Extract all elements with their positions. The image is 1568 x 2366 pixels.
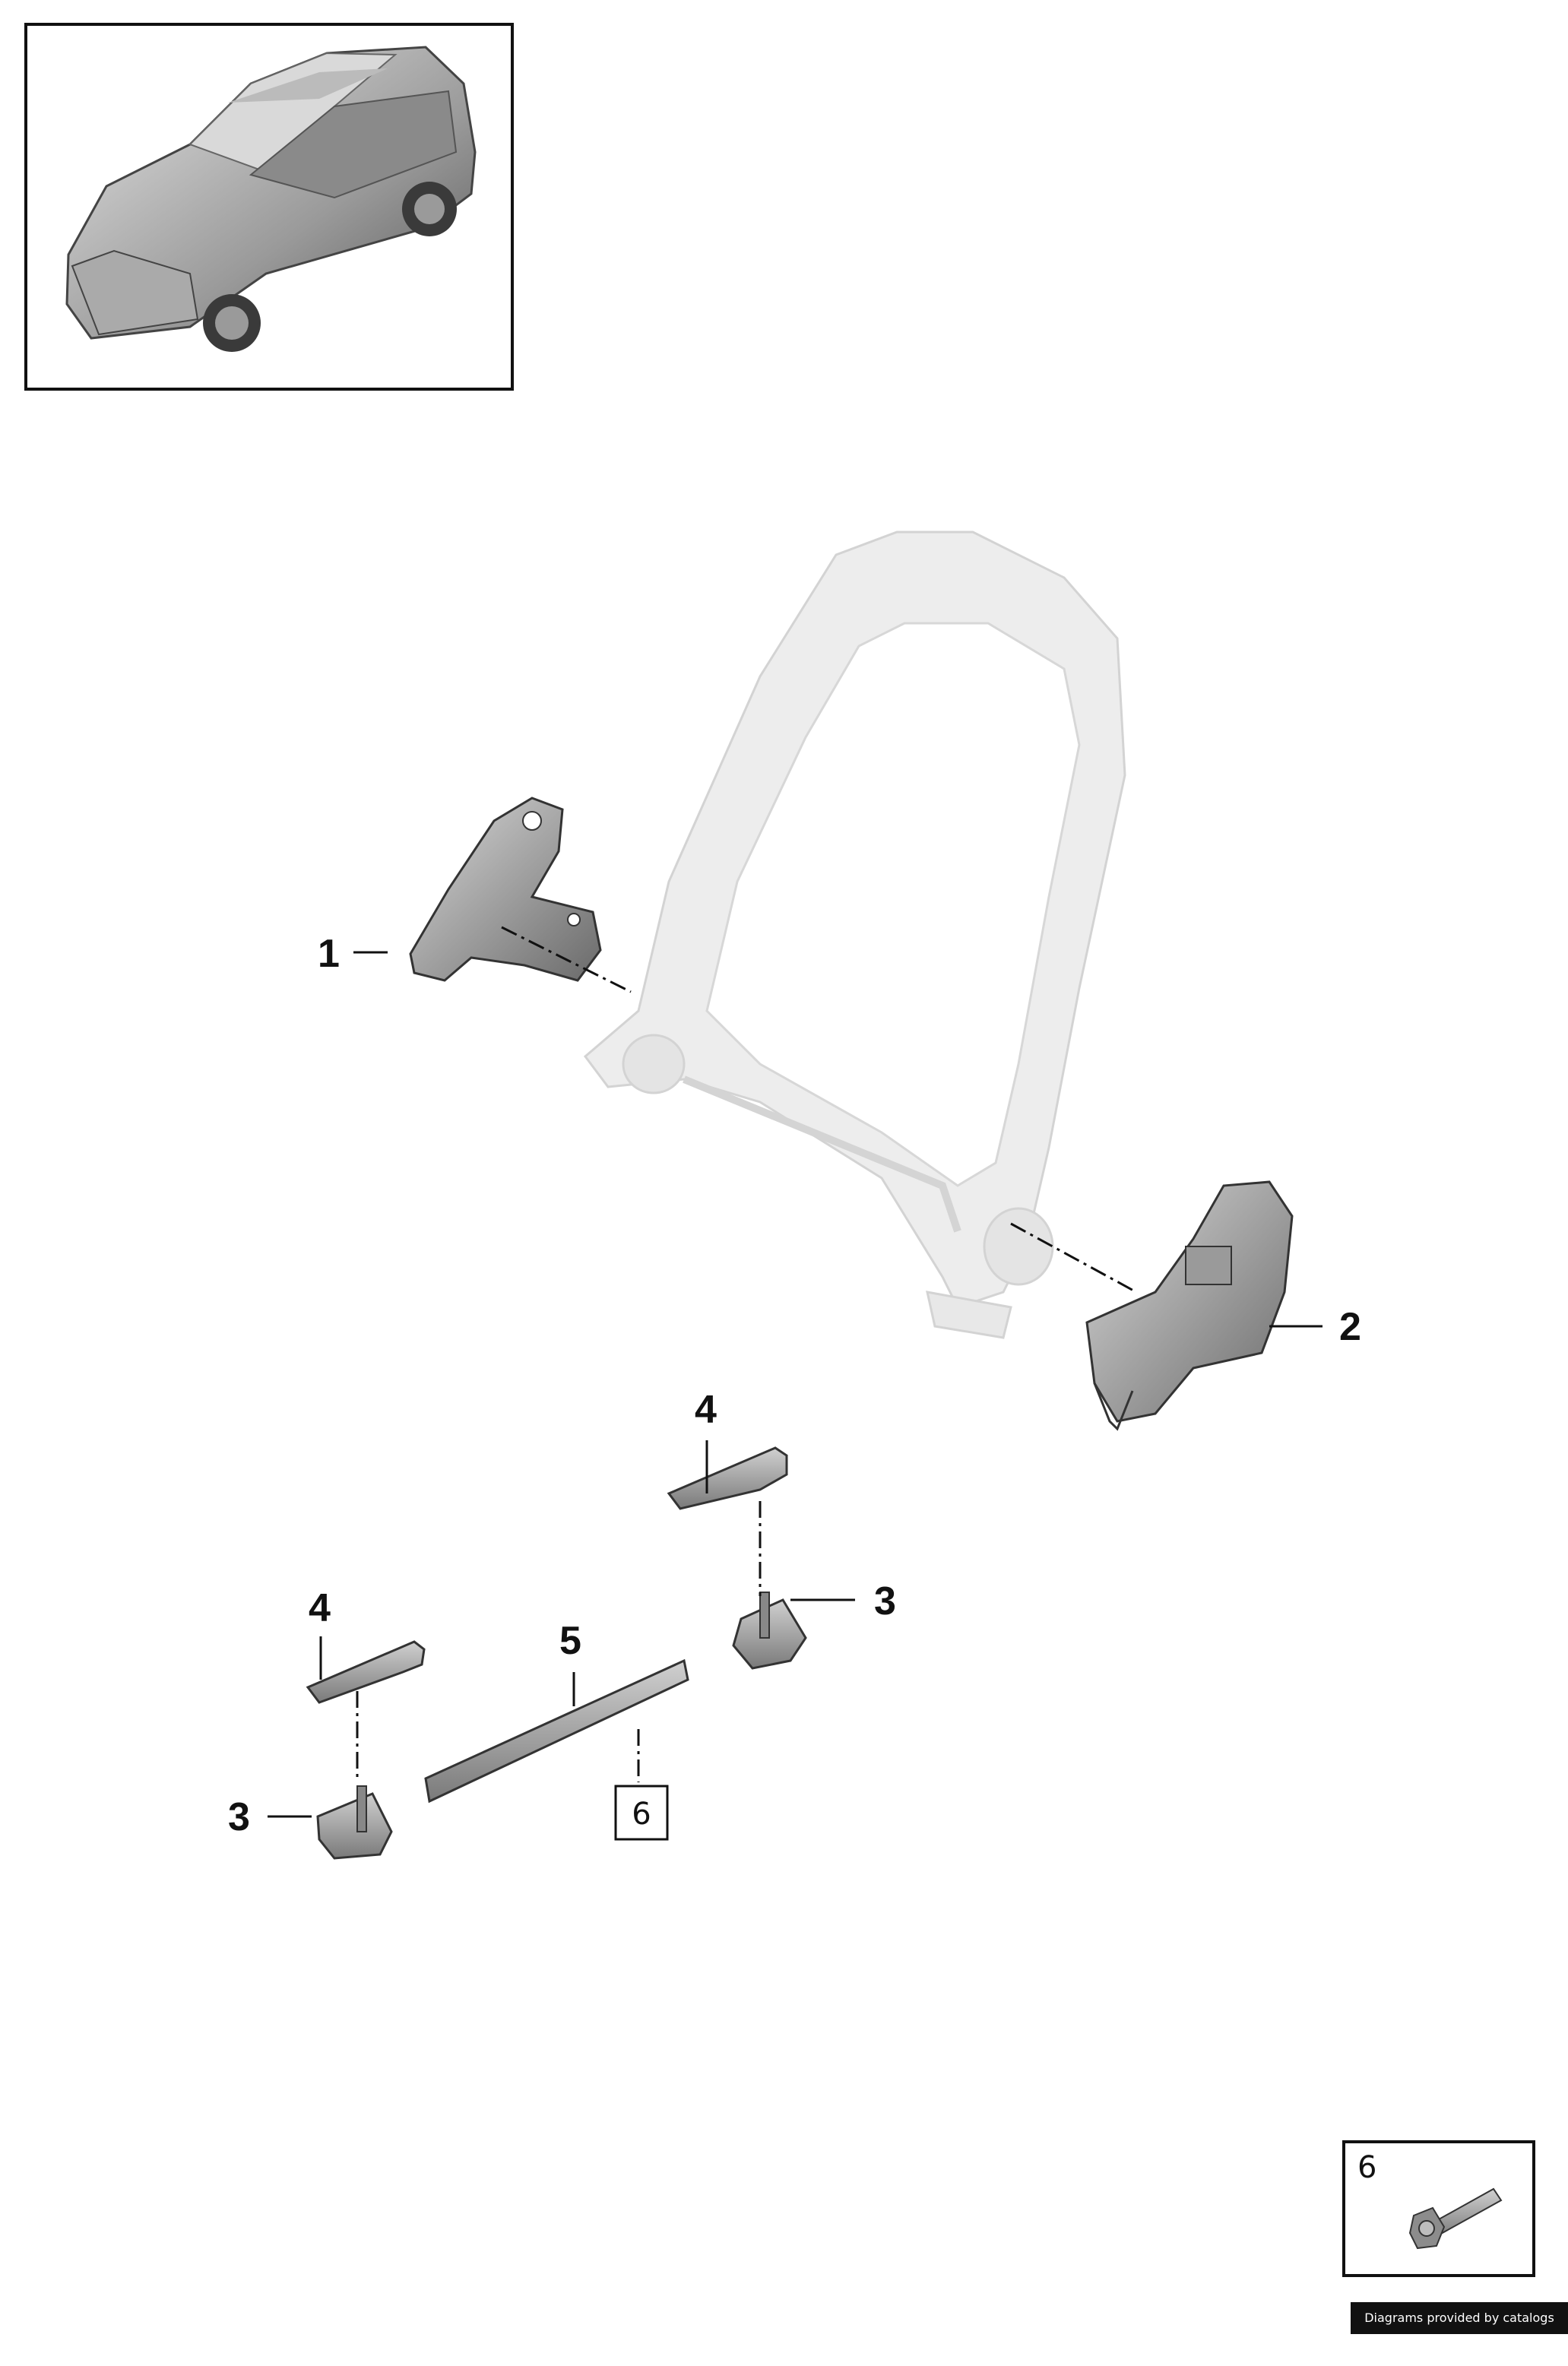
ref-6-box: 6 [614,1785,669,1841]
callout-4-right: 4 [695,1388,717,1432]
leader-lines [268,951,1323,1818]
callout-3-right: 3 [874,1579,896,1623]
part-1-bracket [409,797,602,982]
part-4-right-cover [667,1446,788,1510]
bolt-icon [1408,2187,1503,2250]
part-3-left-clip [316,1785,393,1860]
assembly-lines [356,926,1137,1782]
detail-box-label: 6 [1357,2150,1376,2185]
detail-box: 6 [1342,2140,1535,2277]
ref-6-label: 6 [632,1797,651,1832]
suv-icon [65,46,477,352]
callout-5: 5 [559,1619,581,1663]
part-2-recliner-mechanism [1085,1180,1294,1431]
callout-1: 1 [318,932,340,976]
callout-4-left: 4 [309,1586,331,1630]
part-5-rail [424,1658,689,1804]
part-3-right-clip [732,1592,807,1670]
callout-3-left: 3 [228,1795,250,1839]
vehicle-thumbnail-frame [24,23,514,391]
diagram-credit: Diagrams provided by catalogs parts [1351,2302,1568,2357]
seat-backrest-frame [583,531,1126,1339]
callout-2: 2 [1339,1305,1361,1349]
part-4-left-cover [306,1640,426,1704]
